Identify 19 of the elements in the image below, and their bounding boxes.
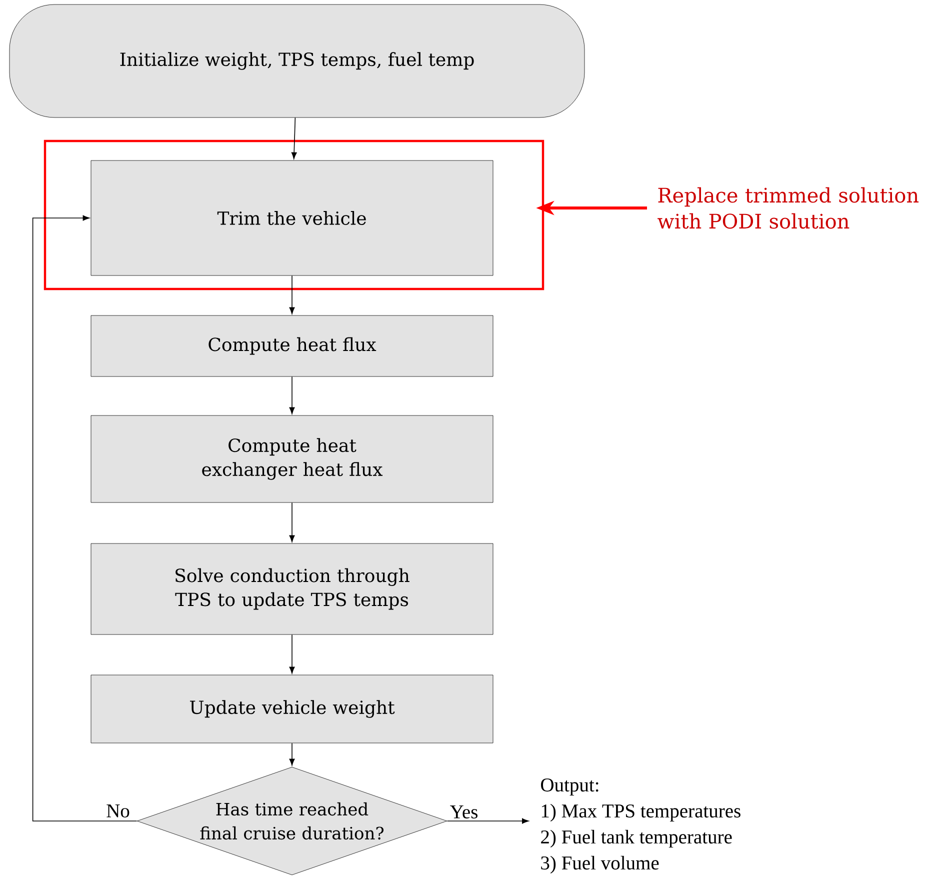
arrow bbox=[289, 742, 295, 766]
start-box: Initialize weight, TPS temps, fuel temp bbox=[9, 4, 585, 118]
arrow bbox=[446, 818, 529, 824]
arrow bbox=[289, 502, 295, 542]
arrow bbox=[289, 376, 295, 414]
output-text: Output: 1) Max TPS temperatures 2) Fuel tank temperature 3) Fuel volume bbox=[541, 778, 740, 874]
arrow bbox=[289, 275, 295, 314]
edge-label: Yes bbox=[448, 804, 480, 820]
annotation-text: Replace trimmed solution with PODI solution bbox=[658, 187, 919, 229]
process-box: Trim the vehicle bbox=[90, 160, 494, 276]
process-box: Update vehicle weight bbox=[90, 674, 494, 744]
process-box: Solve conduction through TPS to update TPS temps bbox=[90, 543, 494, 635]
arrow bbox=[289, 634, 295, 674]
highlight-frame bbox=[44, 140, 544, 290]
process-box: Compute heat flux bbox=[90, 315, 494, 377]
arrow bbox=[291, 117, 297, 160]
process-box: Compute heat exchanger heat flux bbox=[90, 415, 494, 503]
edge-label: No bbox=[105, 804, 131, 818]
arrow bbox=[32, 215, 138, 822]
